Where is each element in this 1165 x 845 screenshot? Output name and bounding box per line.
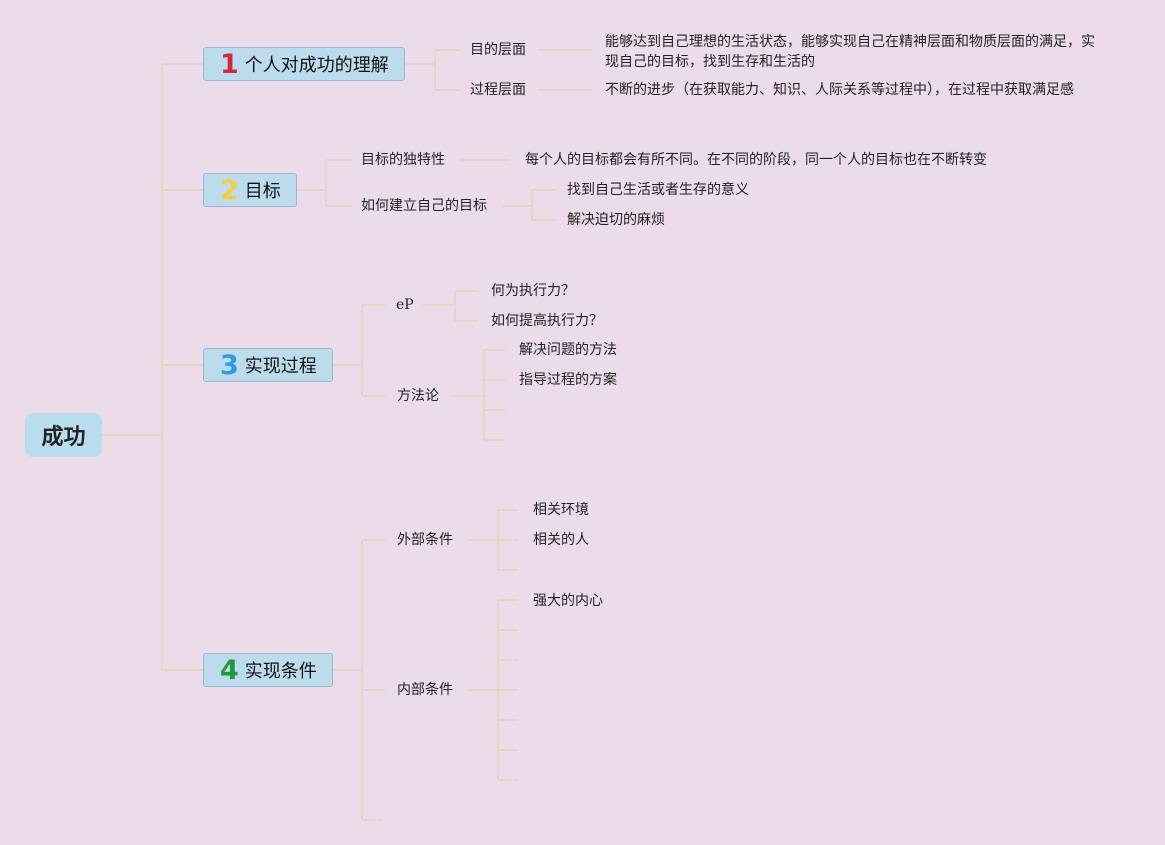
topic-goal-uniqueness[interactable]: 目标的独特性 (361, 152, 445, 168)
topic-internal-conditions[interactable]: 内部条件 (397, 682, 453, 698)
branch-2-number: 2 (220, 174, 239, 206)
branch-3-label: 实现过程 (244, 356, 317, 377)
topic-problem-solving[interactable]: 解决问题的方法 (519, 342, 617, 358)
topic-build-goal[interactable]: 如何建立自己的目标 (361, 198, 487, 214)
topic-guiding-plan[interactable]: 指导过程的方案 (519, 372, 617, 388)
topic-environment[interactable]: 相关环境 (533, 502, 589, 518)
connector-branch-1 (404, 49, 592, 91)
topic-external-conditions[interactable]: 外部条件 (397, 532, 453, 548)
topic-goal-uniqueness-detail[interactable]: 每个人的目标都会有所不同。在不同的阶段，同一个人的目标也在不断转变 (525, 152, 987, 168)
connector-root (102, 63, 203, 671)
connector-branch-3 (332, 290, 505, 441)
topic-what-is-execution[interactable]: 何为执行力？ (491, 283, 575, 299)
topic-improve-execution[interactable]: 如何提高执行力？ (491, 313, 603, 329)
topic-related-people[interactable]: 相关的人 (533, 532, 589, 548)
topic-ep[interactable]: eP (396, 297, 414, 313)
branch-3-number: 3 (220, 349, 239, 381)
branch-1-node[interactable]: 1 个人对成功的理解 (203, 47, 405, 81)
connector-branch-2 (296, 159, 556, 221)
topic-purpose-level[interactable]: 目的层面 (470, 42, 526, 58)
topic-process-level[interactable]: 过程层面 (470, 82, 526, 98)
topic-strong-heart[interactable]: 强大的内心 (533, 593, 603, 609)
topic-find-meaning[interactable]: 找到自己生活或者生存的意义 (567, 182, 749, 198)
connector-branch-4 (332, 509, 518, 821)
branch-1-number: 1 (220, 48, 239, 80)
branch-1-label: 个人对成功的理解 (244, 55, 389, 76)
root-node[interactable]: 成功 (25, 413, 102, 457)
branch-4-label: 实现条件 (244, 661, 317, 682)
branch-2-label: 目标 (244, 181, 281, 202)
topic-process-level-detail[interactable]: 不断的进步（在获取能力、知识、人际关系等过程中），在过程中获取满足感 (605, 82, 1074, 98)
topic-urgent-trouble[interactable]: 解决迫切的麻烦 (567, 212, 665, 228)
branch-3-node[interactable]: 3 实现过程 (203, 348, 333, 382)
root-label: 成功 (41, 425, 86, 450)
branch-4-node[interactable]: 4 实现条件 (203, 653, 333, 687)
branch-2-node[interactable]: 2 目标 (203, 173, 297, 207)
branch-4-number: 4 (220, 654, 239, 686)
topic-purpose-level-detail[interactable]: 能够达到自己理想的生活状态，能够实现自己在精神层面和物质层面的满足，实现自己的目… (605, 34, 1095, 70)
topic-methodology[interactable]: 方法论 (397, 388, 439, 404)
